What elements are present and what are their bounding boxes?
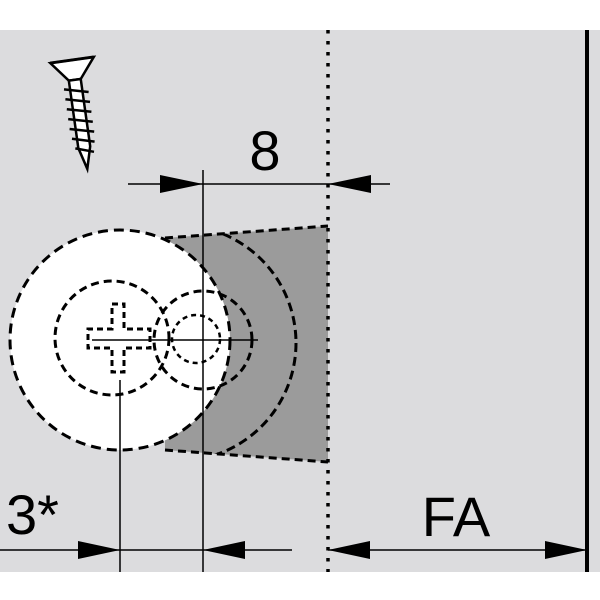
dimension-fa [328,541,587,559]
shaded-top-edge [164,224,329,240]
dimension-8 [128,175,390,193]
dimension-3-label: 3* [6,483,59,546]
inner-circle-small [170,313,222,365]
dimension-3 [0,541,292,559]
dimension-fa-label: FA [422,485,491,548]
phillips-cross-icon [86,302,152,374]
inner-circle-left [53,279,171,397]
shaded-bottom-edge [164,448,329,464]
screw-icon [47,55,97,174]
dimension-8-label: 8 [249,119,280,182]
